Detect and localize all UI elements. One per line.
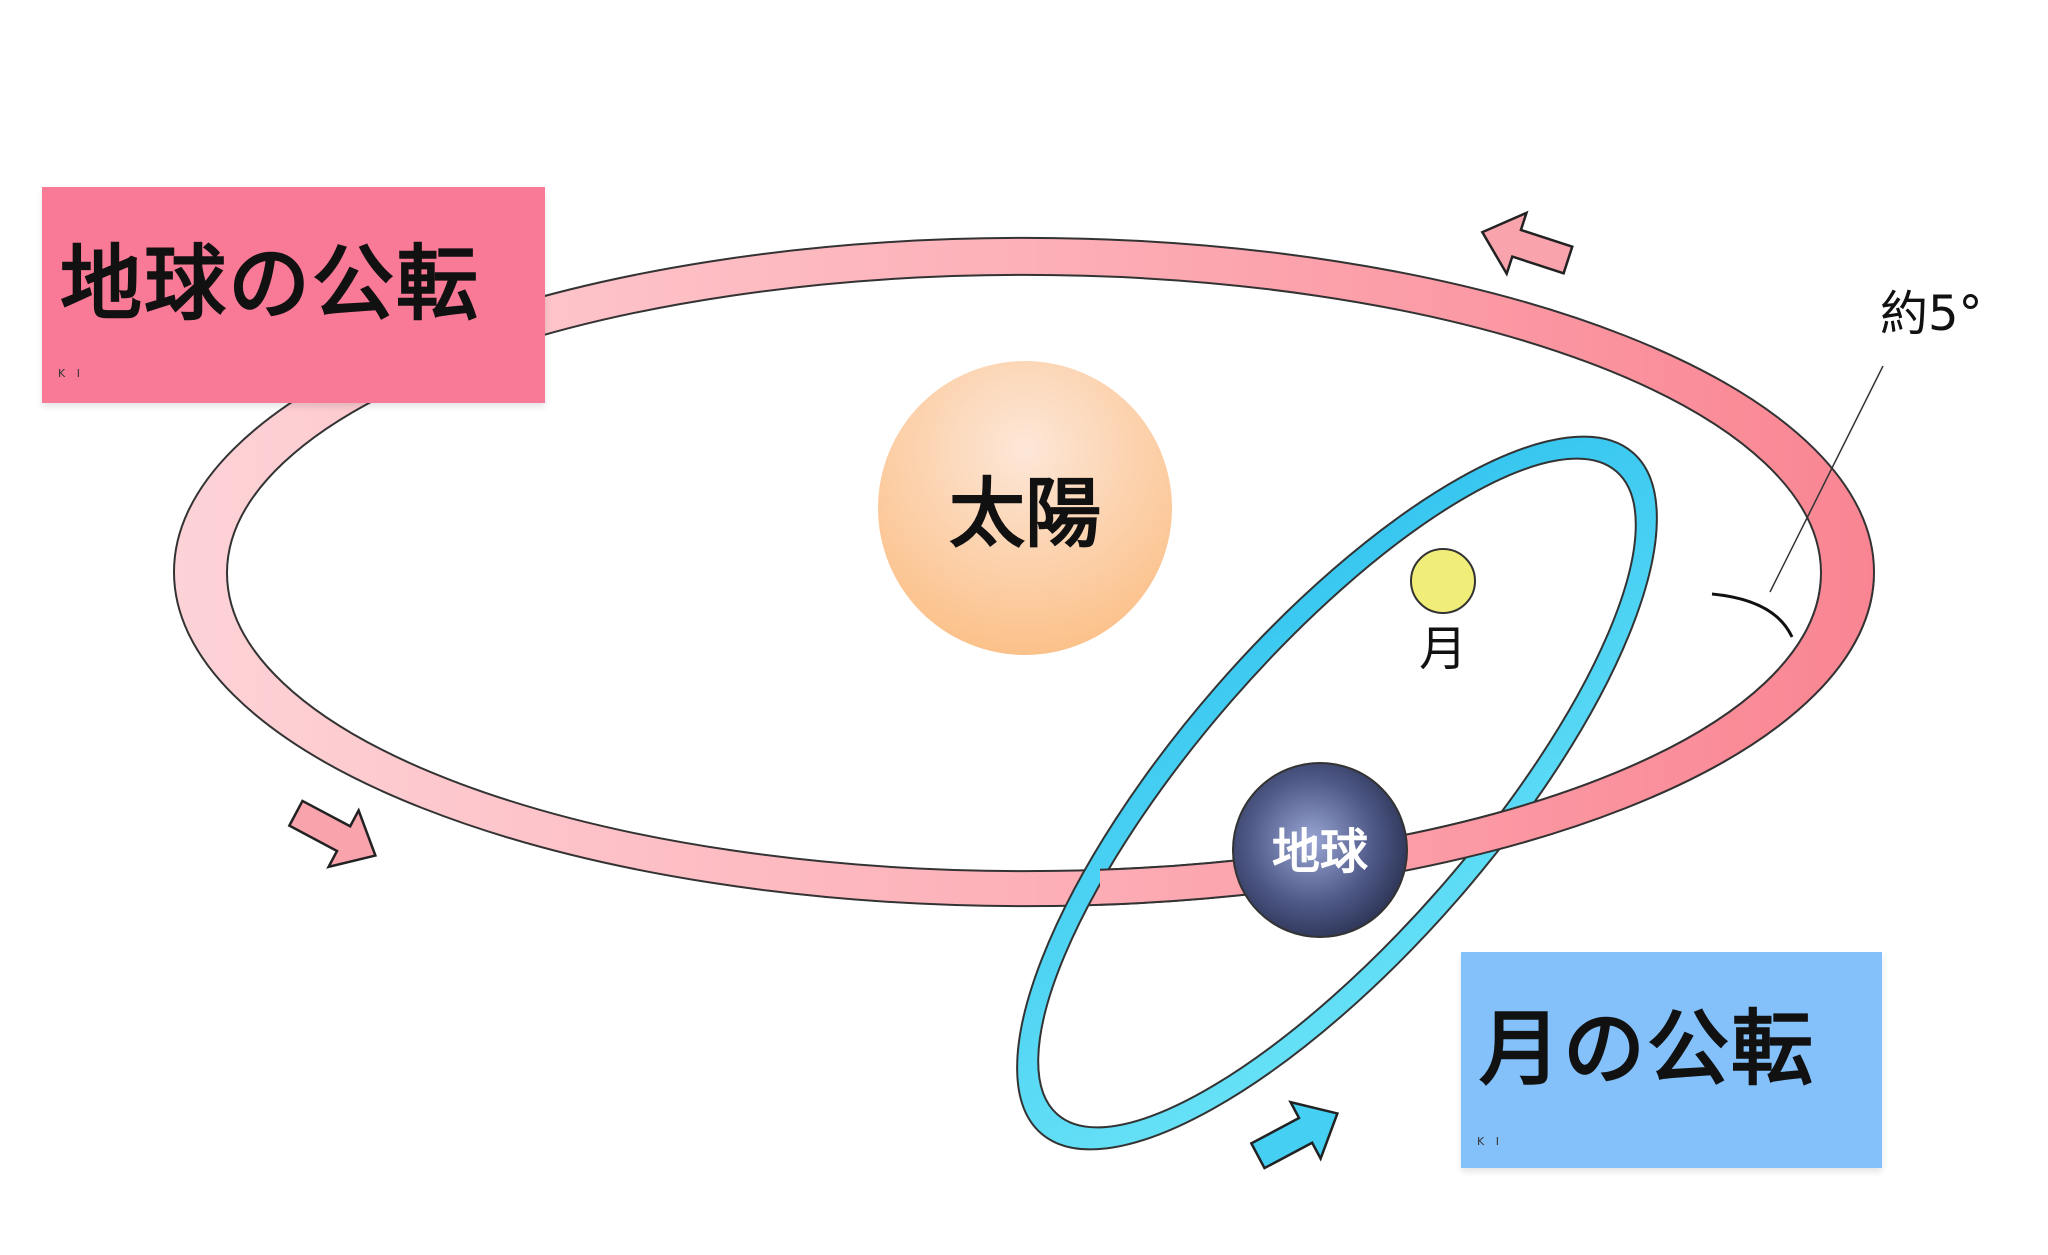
angle-label: 約5° (1880, 286, 1983, 342)
moon-orbit-title: 月の公転 (1479, 1002, 1816, 1097)
sun: 太陽 (878, 361, 1172, 655)
moon-label: 月 (1419, 621, 1467, 677)
earth-orbit-ring-front (1100, 580, 1875, 906)
moon-orbit-signature: K I (1477, 1135, 1503, 1148)
arrow-earth-orbit-bottom-icon (287, 799, 378, 869)
earth-orbit-signature: K I (58, 367, 84, 380)
moon-orbit-label-box: 月の公転 K I (1461, 952, 1882, 1168)
earth-orbit-label-box: 地球の公転 K I (42, 187, 545, 403)
earth: 地球 (1232, 762, 1408, 938)
sun-label: 太陽 (949, 469, 1101, 558)
earth-label: 地球 (1272, 824, 1369, 880)
arrow-moon-orbit-icon (1249, 1100, 1340, 1170)
arrow-earth-orbit-top-icon (1480, 210, 1574, 277)
moon: 月 (1410, 548, 1476, 677)
inclination-angle-marker: 約5° (1711, 286, 1983, 638)
earth-orbit-title: 地球の公転 (60, 237, 481, 332)
earth-orbit-ring (172, 237, 1876, 907)
